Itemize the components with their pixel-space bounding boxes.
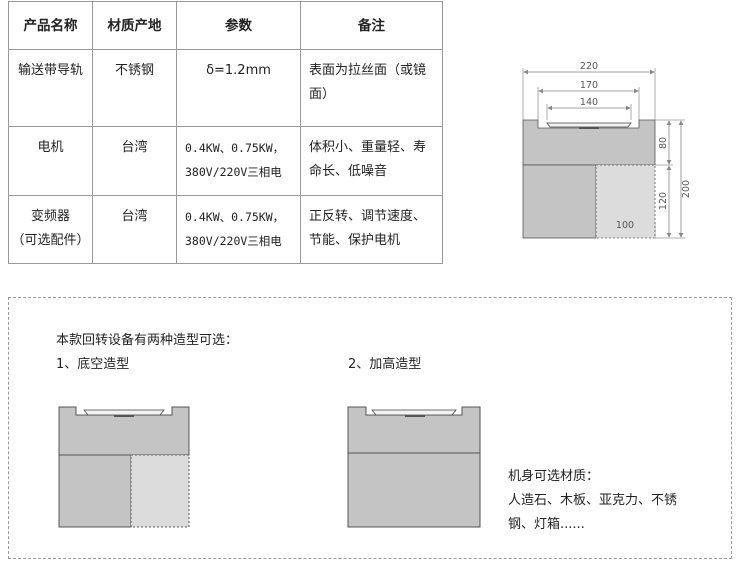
model1-lower-hollow [130, 454, 190, 528]
cell-origin: 台湾 [92, 195, 177, 264]
dim-label-200: 200 [681, 180, 692, 198]
model1-lower-left [58, 454, 132, 528]
cell-note: 正反转、调节速度、 节能、保护电机 [300, 195, 443, 264]
option-raised-label: 2、加高造型 [348, 357, 422, 372]
param-line: 0.4KW、0.75KW， [185, 141, 285, 155]
cell-name: 输送带导轨 [8, 49, 93, 127]
model1-turntable [83, 409, 165, 416]
model2-turntable [371, 409, 457, 416]
param-line: δ=1.2mm [206, 63, 271, 78]
param-line: 380V/220V三相电 [185, 234, 282, 248]
dim-label-120: 120 [658, 192, 669, 210]
header-parameters: 参数 [176, 1, 301, 50]
model2-lower-body [347, 452, 481, 528]
dim-label-100: 100 [616, 220, 634, 231]
header-notes: 备注 [300, 1, 443, 50]
cell-origin: 不锈钢 [92, 49, 177, 127]
cell-param: 0.4KW、0.75KW， 380V/220V三相电 [176, 195, 301, 264]
note-line: 命长、低噪音 [309, 164, 388, 179]
note-line: 正反转、调节速度、 [309, 209, 427, 224]
hollow-base-model [58, 406, 190, 528]
param-line: 380V/220V三相电 [185, 165, 282, 179]
name-line: 变频器 [30, 209, 70, 224]
style-options-box [8, 297, 732, 559]
dim-label-80: 80 [658, 137, 669, 149]
name-line: （可选配件） [11, 233, 90, 248]
materials-line: 钢、灯箱...... [508, 517, 585, 532]
table-row: 电机 台湾 0.4KW、0.75KW， 380V/220V三相电 体积小、重量轻… [8, 126, 443, 196]
raised-model [347, 406, 481, 528]
table-row: 输送带导轨 不锈钢 δ=1.2mm 表面为拉丝面（或镜 面） [8, 49, 443, 127]
cell-param: δ=1.2mm [176, 49, 301, 127]
dimension-drawing: 220 170 140 100 80 200 120 [522, 61, 692, 239]
param-line: 0.4KW、0.75KW， [185, 210, 285, 224]
materials-block: 机身可选材质： 人造石、木板、亚克力、不锈 钢、灯箱...... [508, 465, 677, 537]
table-row: 变频器 （可选配件） 台湾 0.4KW、0.75KW， 380V/220V三相电… [8, 195, 443, 264]
dim-label-170: 170 [580, 80, 598, 91]
table-header-row: 产品名称 材质产地 参数 备注 [8, 1, 443, 50]
styles-intro: 本款回转设备有两种造型可选： [56, 333, 239, 348]
cell-name: 变频器 （可选配件） [8, 195, 93, 264]
spec-table: 产品名称 材质产地 参数 备注 输送带导轨 不锈钢 δ=1.2mm 表面为拉丝面… [8, 1, 443, 264]
cell-note: 体积小、重量轻、寿 命长、低噪音 [300, 126, 443, 196]
materials-title: 机身可选材质： [508, 469, 600, 484]
header-product-name: 产品名称 [8, 1, 93, 50]
materials-line: 人造石、木板、亚克力、不锈 [508, 493, 678, 508]
note-line: 体积小、重量轻、寿 [309, 140, 427, 155]
cell-param: 0.4KW、0.75KW， 380V/220V三相电 [176, 126, 301, 196]
dim-label-220: 220 [580, 61, 598, 72]
note-line: 表面为拉丝面（或镜 [309, 63, 427, 78]
cell-name: 电机 [8, 126, 93, 196]
note-line: 节能、保护电机 [309, 233, 401, 248]
note-line: 面） [309, 87, 336, 102]
option-hollow-base-label: 1、底空造型 [56, 357, 130, 372]
cell-note: 表面为拉丝面（或镜 面） [300, 49, 443, 127]
machine-lower-left [522, 164, 597, 239]
cell-origin: 台湾 [92, 126, 177, 196]
dim-label-140: 140 [580, 97, 598, 108]
machine-lower-right-hollow [595, 164, 656, 239]
header-material-origin: 材质产地 [92, 1, 177, 50]
turntable-plate [546, 122, 632, 128]
